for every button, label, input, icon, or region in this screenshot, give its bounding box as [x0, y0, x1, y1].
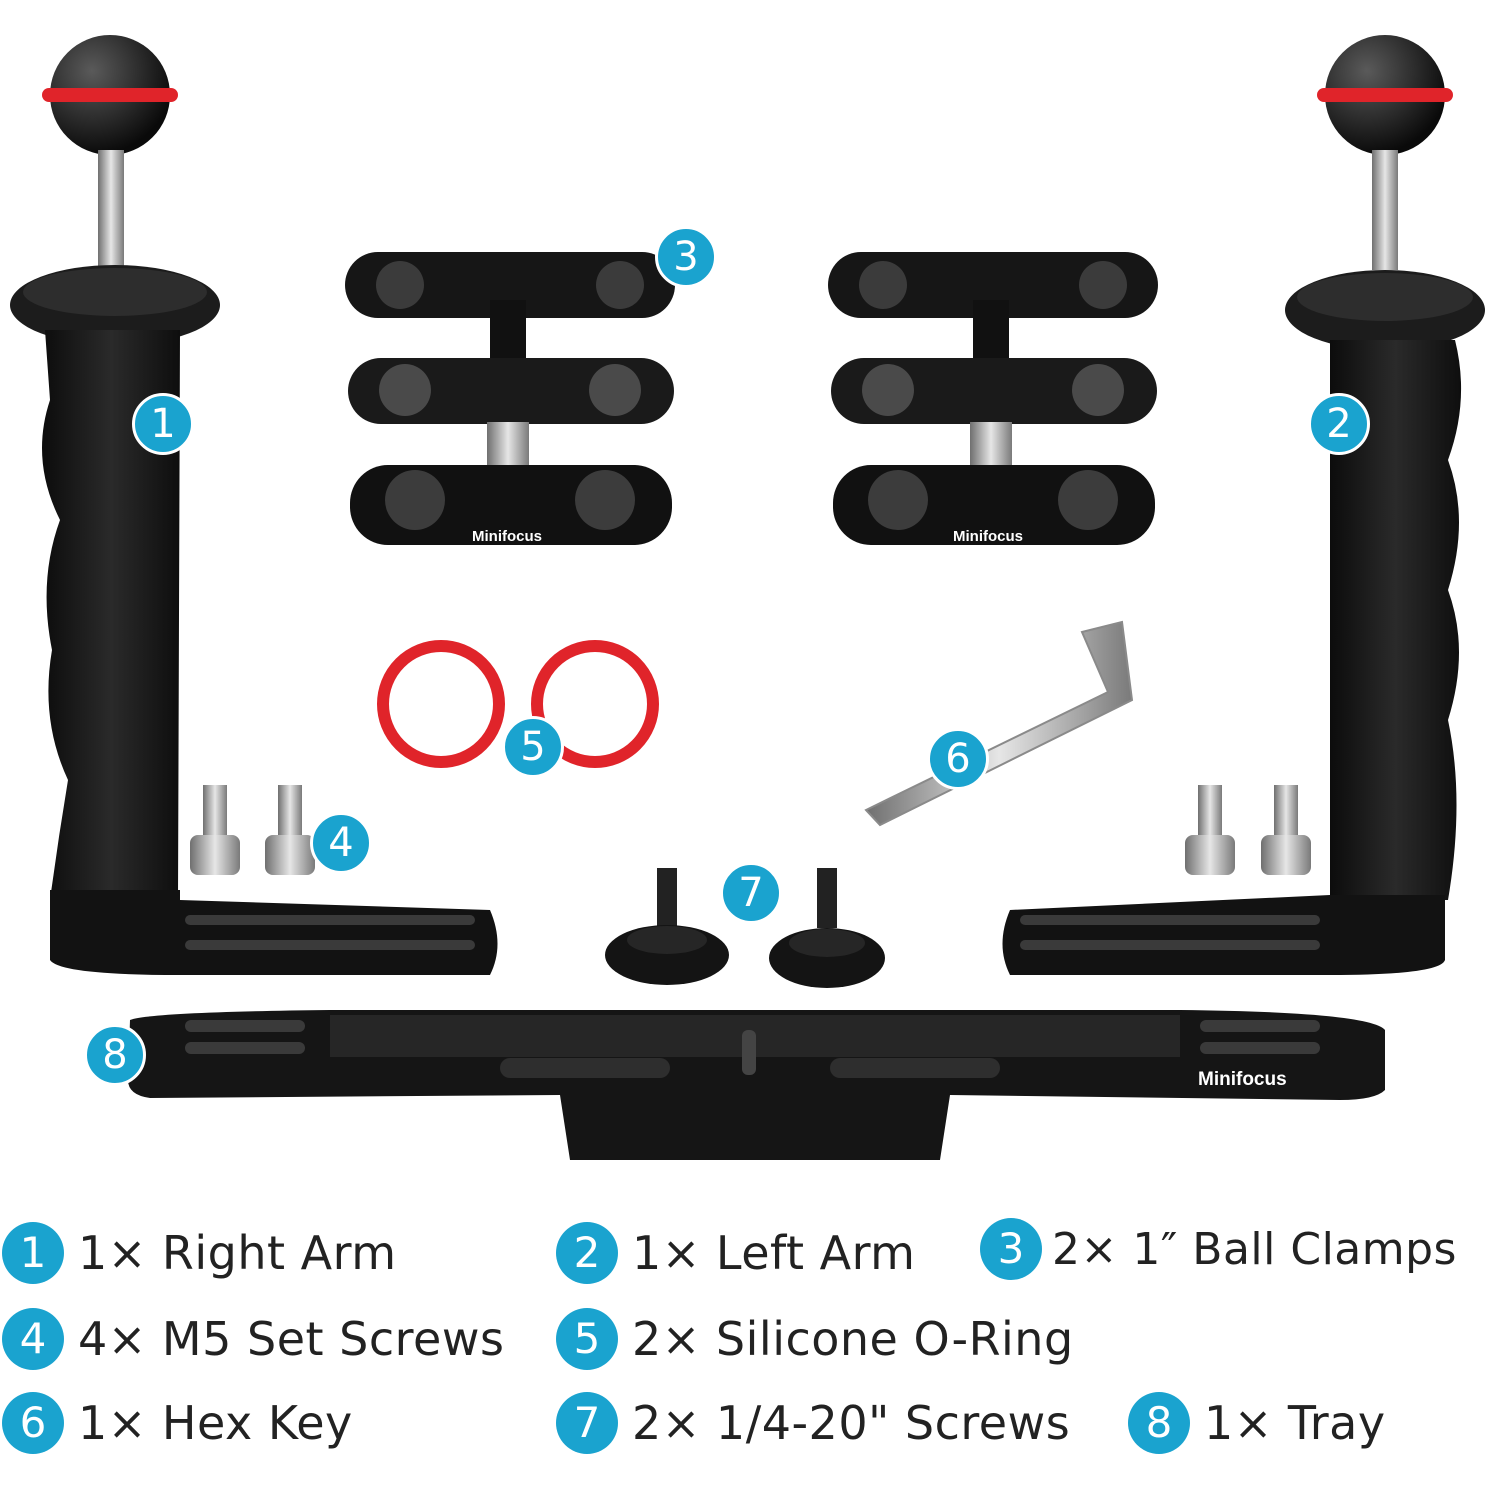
- legend-label: 1× Tray: [1204, 1396, 1386, 1450]
- ball-stem: [98, 150, 124, 270]
- tray: Minifocus: [128, 1010, 1385, 1160]
- badge-1: 1: [132, 393, 194, 455]
- legend-label: 2× 1/4-20" Screws: [632, 1396, 1071, 1450]
- legend-number-icon: 1: [2, 1222, 64, 1284]
- legend-label: 4× M5 Set Screws: [78, 1312, 505, 1366]
- brand-logo: Minifocus: [953, 528, 1023, 545]
- legend-item-tray: 8 1× Tray: [1128, 1388, 1386, 1458]
- legend-number-icon: 7: [556, 1392, 618, 1454]
- legend-item-set-screws: 4 4× M5 Set Screws: [2, 1304, 504, 1374]
- legend-number-icon: 6: [2, 1392, 64, 1454]
- badge-4: 4: [310, 812, 372, 874]
- brand-logo: Minifocus: [1198, 1069, 1287, 1090]
- ball-clamp-2: Minifocus: [828, 252, 1158, 545]
- legend-number-icon: 2: [556, 1222, 618, 1284]
- m5-set-screws: [190, 785, 1311, 875]
- brand-logo: Minifocus: [472, 528, 542, 545]
- legend-label: 1× Hex Key: [78, 1396, 353, 1450]
- arm-grip: [1330, 340, 1462, 900]
- badge-3: 3: [655, 226, 717, 288]
- badge-8: 8: [84, 1024, 146, 1086]
- quarter-20-screws: [605, 868, 885, 988]
- legend-item-hex-key: 6 1× Hex Key: [2, 1388, 353, 1458]
- hex-key: [864, 620, 1134, 827]
- product-photo: Minifocus Minifocus: [10, 35, 1485, 1160]
- legend-label: 1× Right Arm: [78, 1226, 397, 1280]
- arm-grip: [42, 330, 180, 900]
- o-ring-on-ball: [1317, 88, 1453, 102]
- legend-label: 2× 1″ Ball Clamps: [1052, 1223, 1457, 1275]
- badge-2: 2: [1308, 393, 1370, 455]
- legend-item-quarter-screws: 7 2× 1/4-20" Screws: [556, 1388, 1070, 1458]
- silicone-o-rings: [377, 640, 659, 768]
- o-ring-on-ball: [42, 88, 178, 102]
- arm-foot: [1002, 895, 1445, 975]
- right-arm: [10, 35, 498, 975]
- legend-number-icon: 8: [1128, 1392, 1190, 1454]
- legend-label: 2× Silicone O-Ring: [632, 1312, 1074, 1366]
- ball-stem: [1372, 150, 1398, 270]
- legend-number-icon: 3: [980, 1218, 1042, 1280]
- arm-foot: [50, 890, 498, 975]
- badge-7: 7: [720, 862, 782, 924]
- legend-item-right-arm: 1 1× Right Arm: [2, 1218, 397, 1288]
- legend-number-icon: 4: [2, 1308, 64, 1370]
- legend-item-o-ring: 5 2× Silicone O-Ring: [556, 1304, 1074, 1374]
- left-arm: [1002, 35, 1485, 975]
- badge-5: 5: [502, 716, 564, 778]
- legend-number-icon: 5: [556, 1308, 618, 1370]
- legend-item-left-arm: 2 1× Left Arm: [556, 1218, 915, 1288]
- legend-item-ball-clamps: 3 2× 1″ Ball Clamps: [980, 1214, 1457, 1284]
- badge-6: 6: [927, 728, 989, 790]
- legend-label: 1× Left Arm: [632, 1226, 916, 1280]
- ball-clamp-1: Minifocus: [345, 252, 675, 545]
